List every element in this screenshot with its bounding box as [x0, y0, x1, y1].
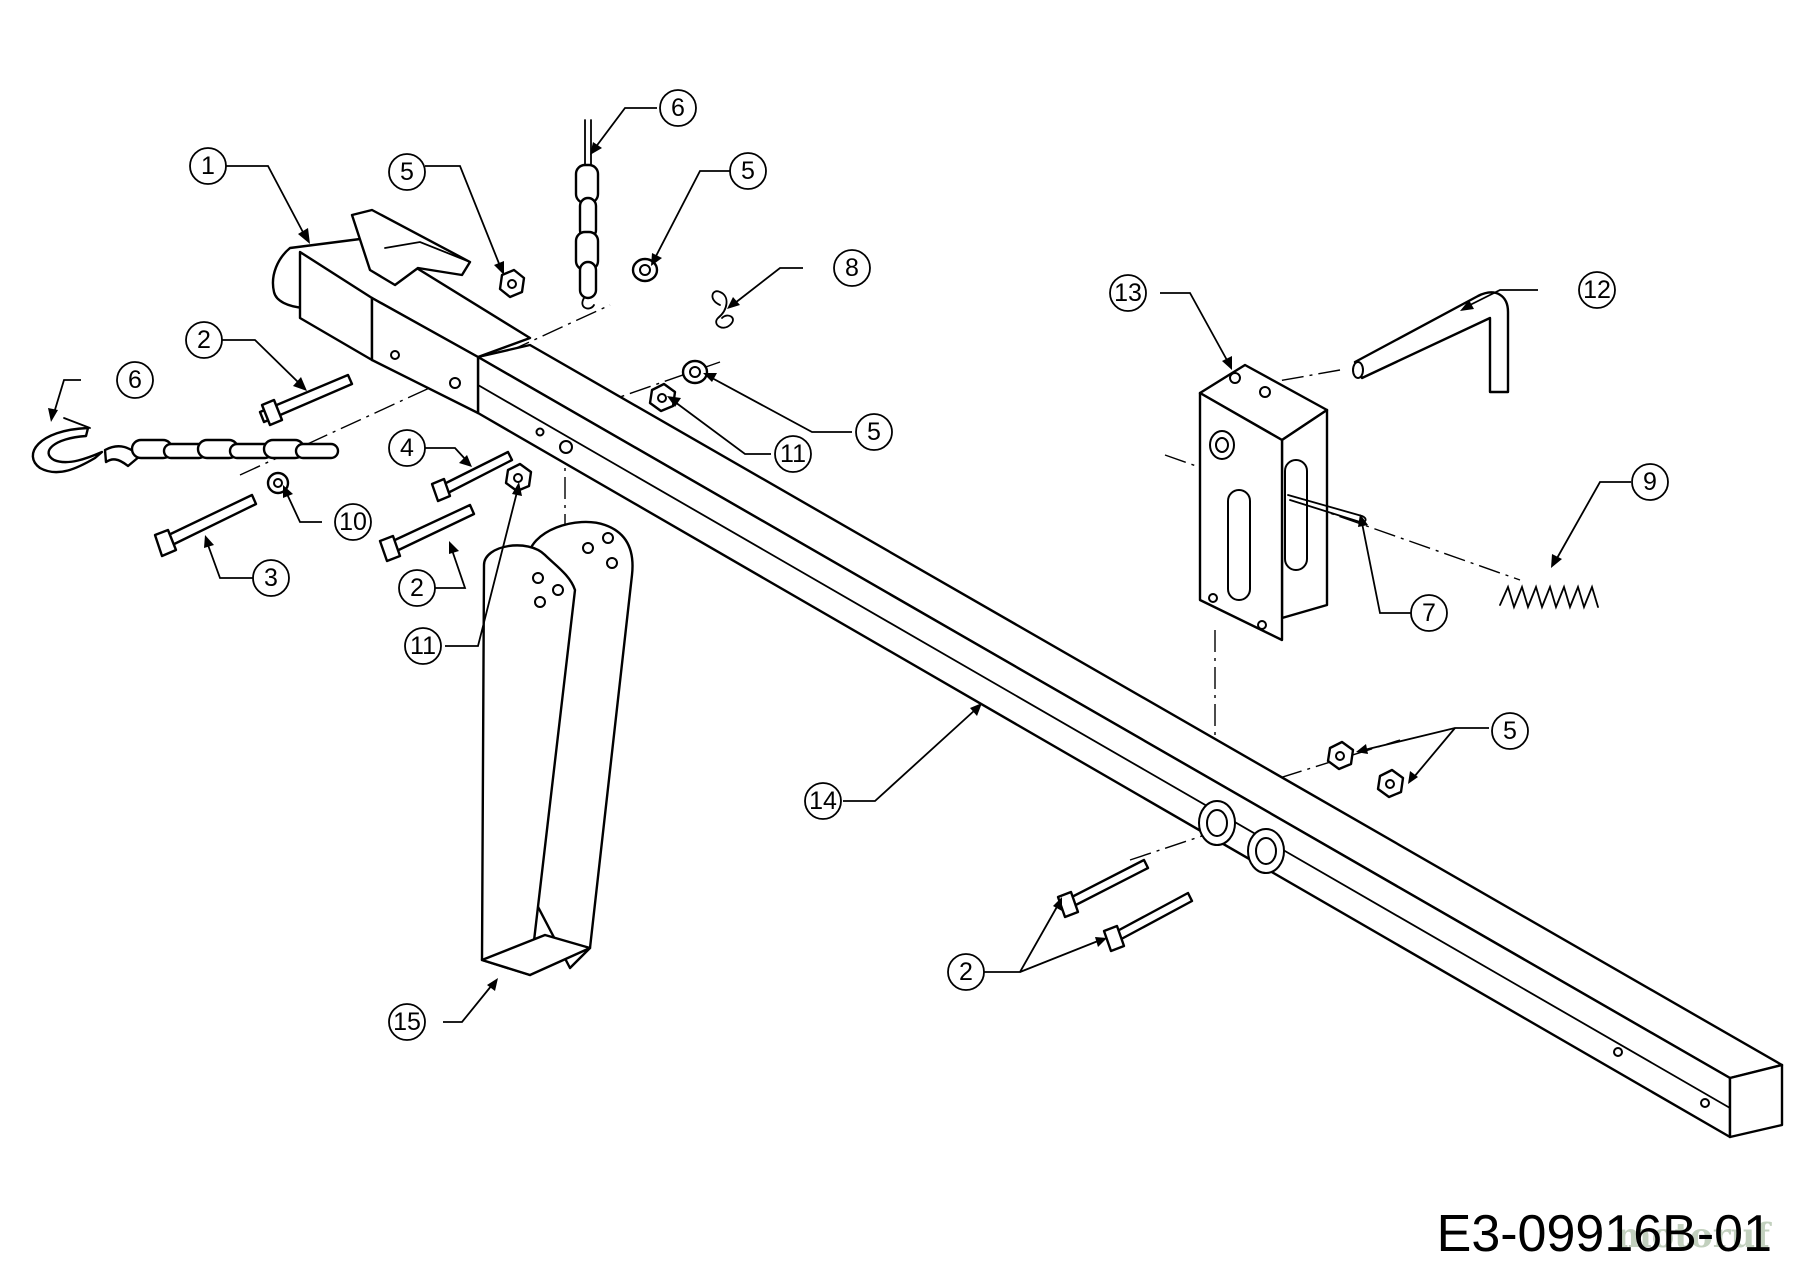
bolt-2-lower-b: [1102, 891, 1194, 953]
svg-text:9: 9: [1643, 468, 1657, 496]
callout-3: 3: [252, 559, 290, 597]
callout-2-top: 2: [185, 321, 223, 359]
diagram-code: E3-09916B-01: [1436, 1205, 1772, 1263]
callout-12: 12: [1578, 271, 1616, 309]
bolt-3: [153, 493, 258, 558]
svg-text:2: 2: [197, 326, 211, 354]
svg-text:11: 11: [780, 440, 806, 468]
callout-4: 4: [388, 429, 426, 467]
spring: [1499, 584, 1599, 610]
callout-15: 15: [388, 1003, 426, 1041]
bolt-4: [430, 450, 514, 503]
callout-14: 14: [804, 782, 842, 820]
svg-text:3: 3: [264, 564, 278, 592]
svg-text:13: 13: [1114, 279, 1142, 307]
stand-bracket: [480, 520, 634, 977]
callout-7: 7: [1410, 594, 1448, 632]
callout-5-c: 5: [855, 413, 893, 451]
svg-text:6: 6: [128, 366, 142, 394]
callout-5-a: 5: [388, 153, 426, 191]
svg-text:5: 5: [1503, 717, 1517, 745]
nut-5-a: [498, 268, 526, 299]
callout-1: 1: [189, 147, 227, 185]
callout-8: 8: [833, 249, 871, 287]
nut-5-d: [1326, 740, 1355, 771]
nut-11-b: [504, 462, 533, 493]
svg-text:14: 14: [809, 787, 837, 815]
callout-2-middle: 2: [398, 569, 436, 607]
svg-text:4: 4: [400, 434, 414, 462]
callout-5-b: 5: [729, 152, 767, 190]
safety-chain-hook: [31, 417, 340, 474]
watermark: motoruf: [1615, 1216, 1770, 1256]
washer-5-c: [681, 359, 709, 385]
lift-bracket: [1198, 363, 1329, 642]
callout-11-right: 11: [774, 435, 812, 473]
svg-text:7: 7: [1422, 599, 1436, 627]
svg-text:5: 5: [741, 157, 755, 185]
callout-5-d: 5: [1491, 712, 1529, 750]
svg-text:15: 15: [393, 1008, 421, 1036]
nuts-washers: [266, 257, 1405, 799]
svg-text:2: 2: [959, 958, 973, 986]
svg-text:5: 5: [400, 158, 414, 186]
nut-5-e: [1376, 768, 1405, 799]
svg-text:2: 2: [410, 574, 424, 602]
svg-text:8: 8: [845, 254, 859, 282]
callout-2-lower: 2: [947, 953, 985, 991]
callout-11-left: 11: [404, 627, 442, 665]
bolt-2-middle: [378, 503, 476, 563]
callout-6-hook: 6: [116, 361, 154, 399]
callout-13: 13: [1109, 274, 1147, 312]
tongue-tube: [476, 343, 1784, 1139]
handle-pin: [1352, 291, 1510, 394]
callouts: 1 2 2 2 3 4 5 5 5 5 6 6 7 8 9 10 11 11 1…: [116, 89, 1669, 1041]
callout-10: 10: [334, 503, 372, 541]
nut-5-b: [631, 257, 659, 283]
leader-lines: [48, 107, 1631, 1023]
svg-text:5: 5: [867, 418, 881, 446]
hitch-coupler: [271, 208, 532, 415]
svg-text:11: 11: [410, 632, 436, 660]
callout-9: 9: [1631, 463, 1669, 501]
safety-chain-vertical: [574, 119, 600, 310]
callout-6-chain: 6: [659, 89, 697, 127]
bolt-2-lower-a: [1056, 858, 1150, 919]
svg-text:10: 10: [339, 508, 367, 536]
bolt-2-top: [258, 373, 354, 427]
svg-text:12: 12: [1583, 276, 1611, 304]
svg-text:1: 1: [201, 152, 215, 180]
hair-clip: [711, 290, 734, 329]
nut-11-a: [648, 382, 677, 413]
svg-text:6: 6: [671, 94, 685, 122]
